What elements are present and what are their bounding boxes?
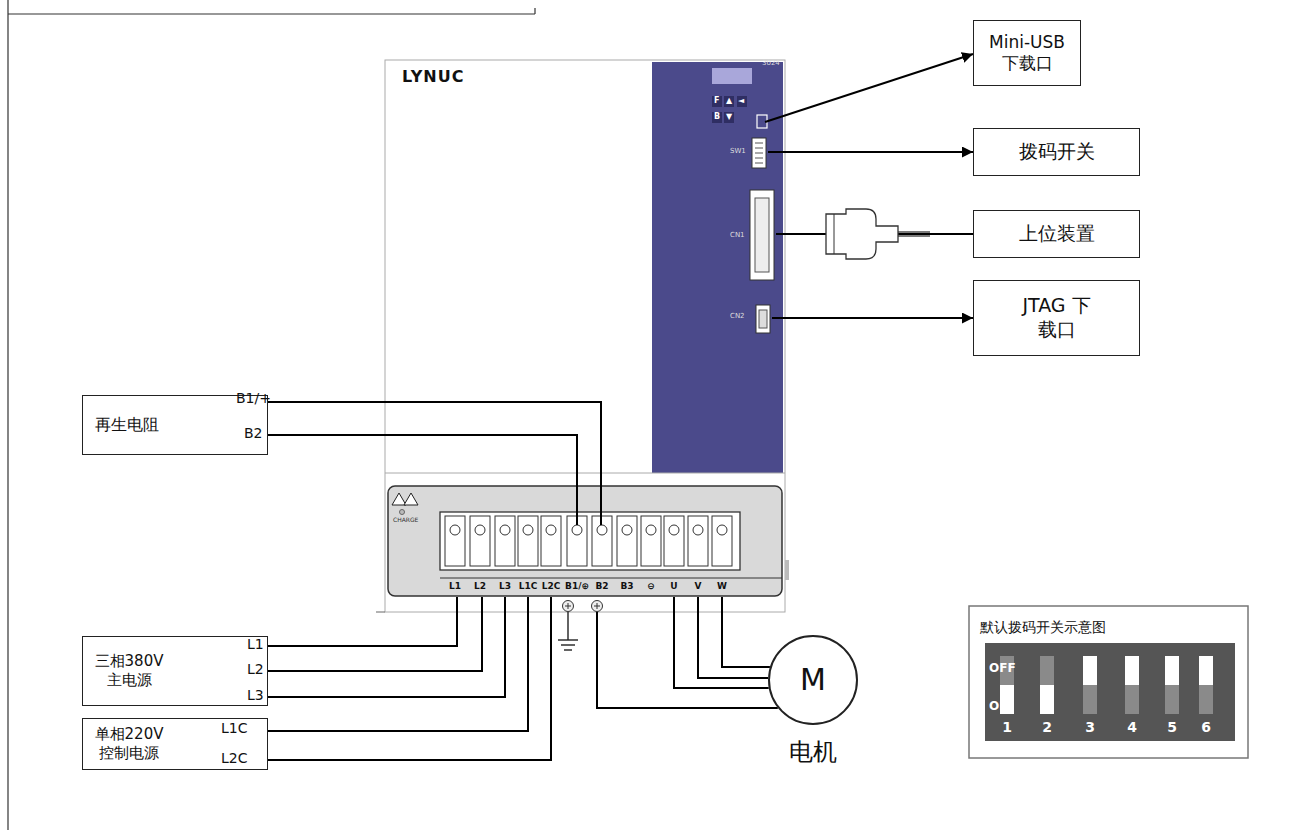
dip-switches xyxy=(1000,656,1213,714)
button-label: ▼ xyxy=(726,113,732,122)
arrow-connector xyxy=(772,317,973,319)
power-box: 三相380V 主电源 xyxy=(82,636,268,706)
switch-number: 1 xyxy=(1002,720,1012,735)
model-number: 3024 xyxy=(762,60,780,68)
wire xyxy=(268,597,457,646)
node-text: LYNUC xyxy=(402,67,464,87)
node-caption: 电机 xyxy=(789,737,837,767)
terminal-label: B2 xyxy=(595,582,608,592)
terminal-label: U xyxy=(670,582,677,592)
terminal-label: B3 xyxy=(620,582,633,592)
dip-switch-illustration xyxy=(969,606,1248,758)
node-text: 上位装置 xyxy=(1019,222,1095,246)
terminal-label: V xyxy=(695,582,702,592)
wire xyxy=(597,612,778,708)
arrow-connector xyxy=(768,151,973,153)
node-text: 再生电阻 xyxy=(95,415,159,435)
drive-body xyxy=(376,60,789,650)
node-text: 默认拨码开关示意图 xyxy=(980,619,1106,637)
terminal-label: L3 xyxy=(499,582,511,592)
switch-number: 2 xyxy=(1042,720,1052,735)
node-text: JTAG 下载口 xyxy=(1017,294,1097,342)
terminal-label: L1 xyxy=(449,582,461,592)
switch-state: ON xyxy=(989,700,1009,713)
terminal-label: L2 xyxy=(474,582,486,592)
pin-label: B2 xyxy=(244,426,263,441)
node-text: Mini-USB 下载口 xyxy=(981,32,1073,75)
drive-housing: LYNUC xyxy=(385,60,785,612)
wire xyxy=(722,597,770,667)
node-text: 拨码开关 xyxy=(1019,140,1095,164)
pin-label: L2C xyxy=(221,751,247,766)
wire xyxy=(698,597,768,678)
pin-label: L1 xyxy=(247,637,264,652)
port-label: CN2 xyxy=(730,313,745,321)
wire xyxy=(268,597,551,760)
port-box: JTAG 下载口 xyxy=(973,280,1140,356)
port-label: CN1 xyxy=(730,232,745,240)
pin-label: L1C xyxy=(221,721,247,736)
button-label: F xyxy=(714,97,719,106)
wire xyxy=(268,402,601,525)
button-label: ◄ xyxy=(738,97,744,106)
switch-number: 5 xyxy=(1167,720,1177,735)
wire xyxy=(268,597,505,697)
button-label: ▲ xyxy=(726,97,732,106)
ground-symbol xyxy=(558,612,578,650)
terminal-block xyxy=(445,516,732,566)
switch-number: 6 xyxy=(1201,720,1211,735)
motor-circle: M电机 xyxy=(768,635,858,725)
function-box: 拨码开关 xyxy=(973,128,1140,176)
port-label: SW1 xyxy=(730,148,746,156)
node-text: M xyxy=(800,661,826,699)
switch-state: OFF xyxy=(989,662,1016,675)
arrow-connector xyxy=(765,54,973,122)
terminal-label: B1/⊕ xyxy=(565,582,589,592)
wire xyxy=(268,597,482,671)
node-text: 单相220V 控制电源 xyxy=(87,725,171,763)
pin-label: L3 xyxy=(247,688,264,703)
switch-number: 3 xyxy=(1085,720,1095,735)
terminal-label: L1C xyxy=(519,582,538,592)
legend-panel-title: 默认拨码开关示意图 xyxy=(969,606,1248,646)
terminal-label: ⊖ xyxy=(647,582,655,592)
pin-label: B1/+ xyxy=(236,391,271,406)
wire xyxy=(268,435,577,525)
terminal-label: L2C xyxy=(542,582,561,592)
port-box: Mini-USB 下载口 xyxy=(973,20,1081,86)
terminal-label: W xyxy=(717,582,727,592)
wire xyxy=(268,597,528,731)
node-text: 三相380V 主电源 xyxy=(87,652,171,690)
button-label: B xyxy=(714,113,720,122)
host-box: 上位装置 xyxy=(973,210,1140,258)
switch-number: 4 xyxy=(1127,720,1137,735)
pin-label: L2 xyxy=(247,662,264,677)
lamp-label: CHARGE xyxy=(393,517,418,524)
